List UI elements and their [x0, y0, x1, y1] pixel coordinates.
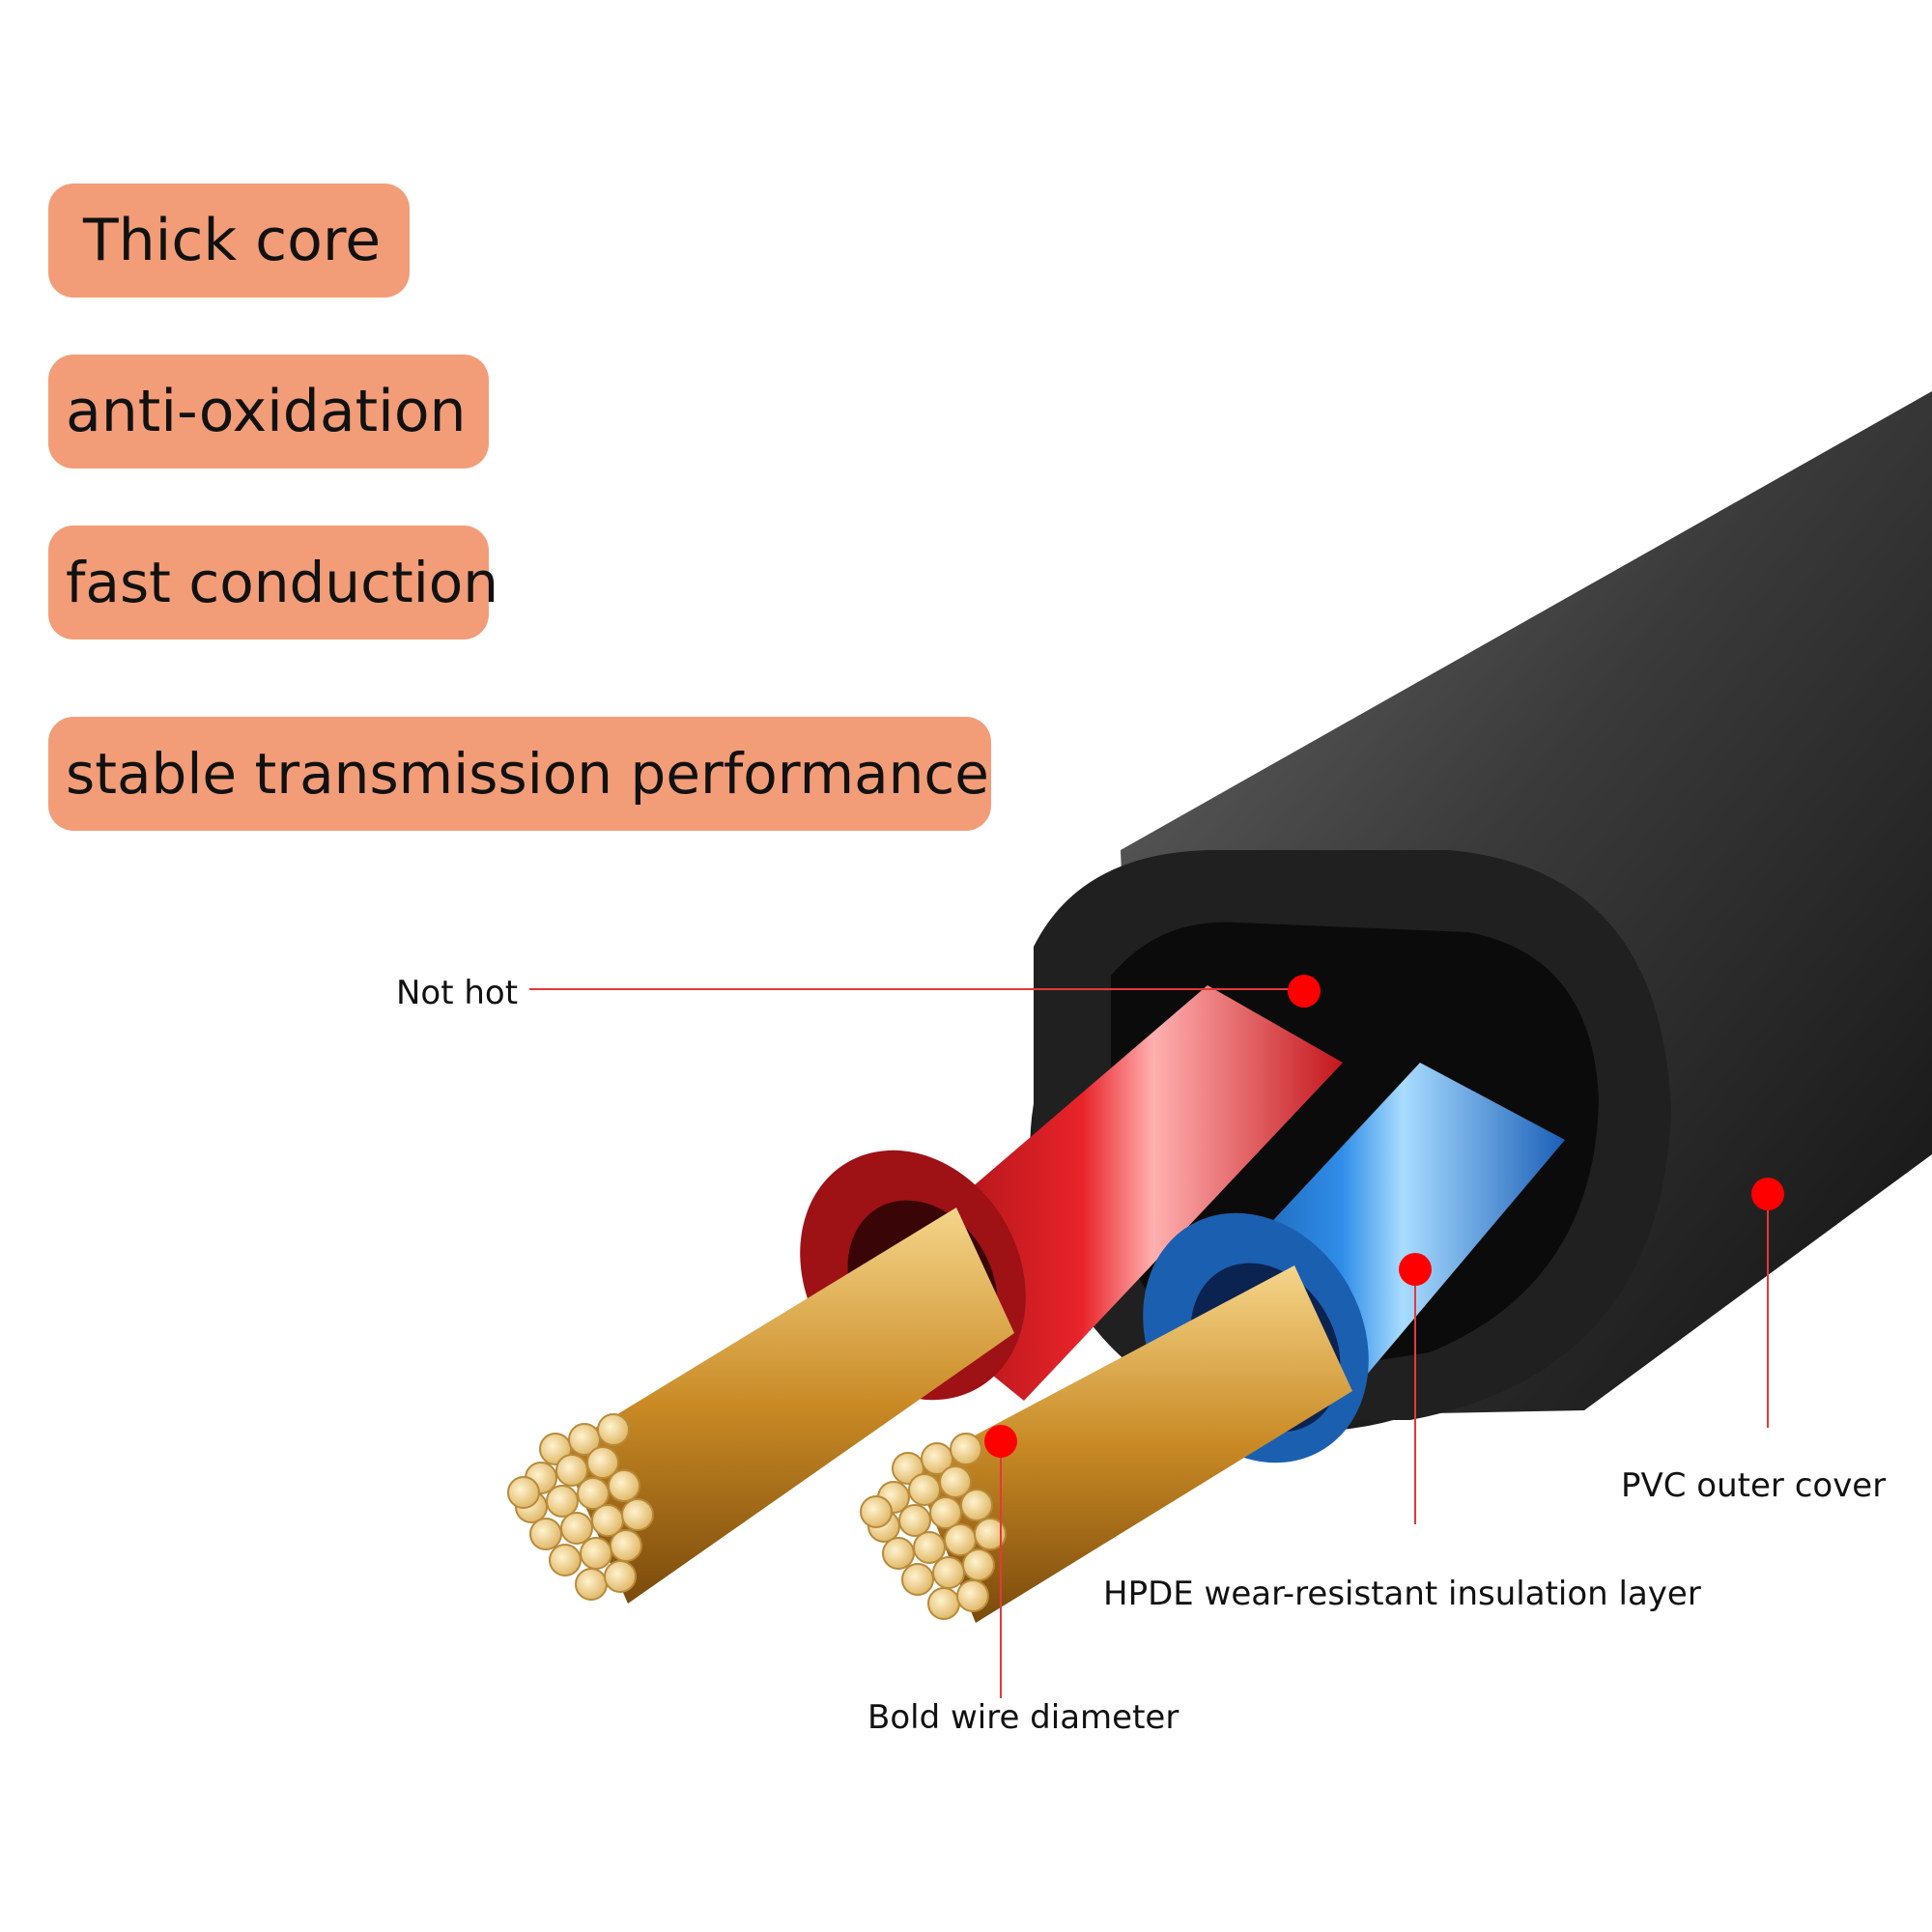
callout-pvc-outer-cover: PVC outer cover	[1621, 1466, 1887, 1505]
feature-tag-anti-oxidation: anti-oxidation	[48, 355, 489, 469]
pvc-outer-sheath	[1030, 391, 1932, 1432]
marker-pvc	[1751, 1178, 1784, 1210]
callout-leader-lines	[529, 988, 1769, 1698]
marker-not-hot	[1288, 975, 1321, 1008]
feature-tag-thick-core: Thick core	[48, 184, 410, 298]
callout-bold-wire-diameter: Bold wire diameter	[867, 1698, 1179, 1737]
callout-hpde-insulation: HPDE wear-resistant insulation layer	[1103, 1575, 1701, 1613]
marker-hpde	[1399, 1253, 1432, 1286]
copper-core-right	[860, 1265, 1352, 1623]
copper-core-left	[507, 1208, 1014, 1604]
callout-not-hot: Not hot	[396, 974, 519, 1012]
feature-tag-fast-conduction: fast conduction	[48, 526, 498, 639]
feature-tag-stable-transmission: stable transmission performance	[48, 717, 991, 831]
marker-bold-wire	[984, 1425, 1017, 1458]
